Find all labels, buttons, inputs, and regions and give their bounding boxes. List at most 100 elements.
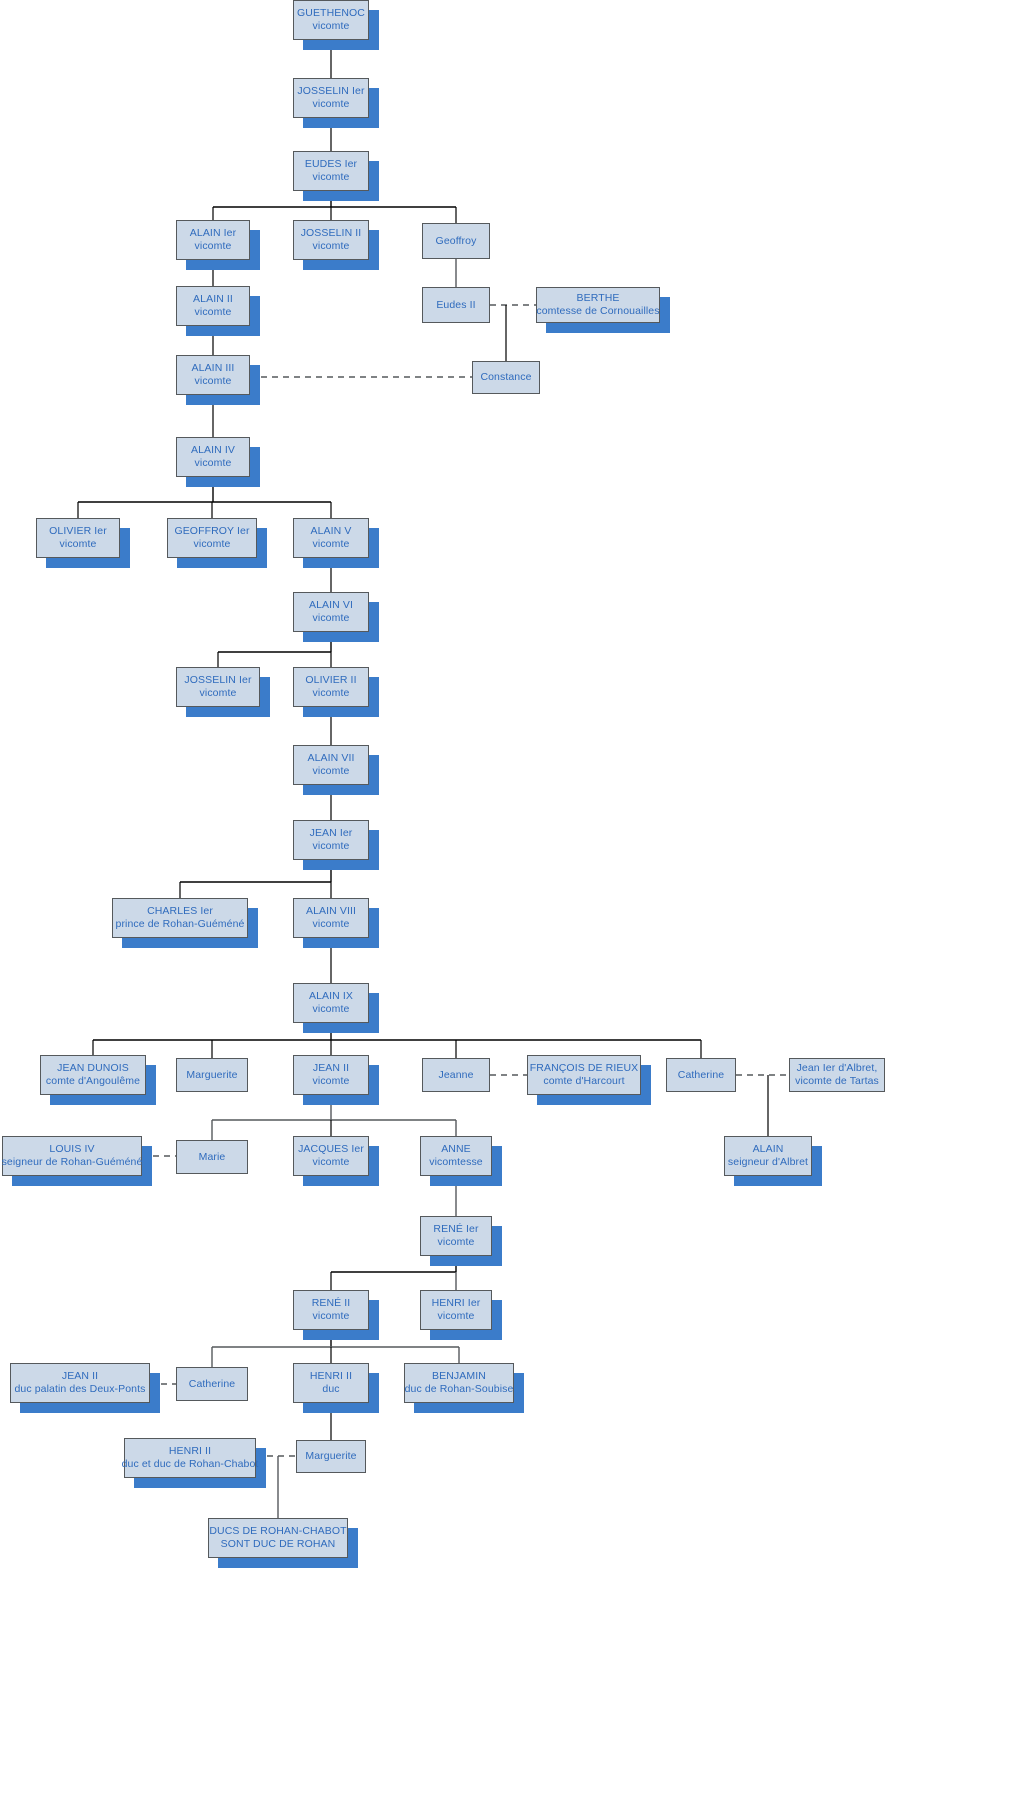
node-subtitle: comte d'Harcourt bbox=[543, 1075, 625, 1087]
node-subtitle: vicomte bbox=[312, 1310, 350, 1322]
node-title: DUCS DE ROHAN-CHABOT bbox=[209, 1525, 347, 1537]
node-title: Constance bbox=[480, 371, 532, 383]
node-title: ALAIN Ier bbox=[189, 227, 237, 239]
node-marguerite2[interactable]: Marguerite bbox=[296, 1440, 366, 1473]
node-subtitle: vicomte bbox=[312, 1003, 350, 1015]
node-jeanne[interactable]: Jeanne bbox=[422, 1058, 490, 1092]
node-title: ALAIN V bbox=[310, 525, 352, 537]
node-title: ALAIN VIII bbox=[305, 905, 357, 917]
node-subtitle: vicomte bbox=[437, 1310, 475, 1322]
node-title: ALAIN III bbox=[191, 362, 235, 374]
node-title: Catherine bbox=[677, 1068, 725, 1081]
node-title: JOSSELIN Ier bbox=[297, 85, 365, 97]
node-catherine2[interactable]: Catherine bbox=[176, 1367, 248, 1401]
node-title: GUETHENOC bbox=[297, 7, 365, 19]
node-title: RENÉ Ier bbox=[433, 1223, 479, 1235]
node-title: BERTHE bbox=[576, 292, 620, 304]
node-title: HENRI Ier bbox=[431, 1297, 481, 1309]
node-title: ALAIN IX bbox=[309, 990, 353, 1002]
node-title: GEOFFROY Ier bbox=[174, 525, 250, 537]
node-subtitle: vicomte bbox=[193, 538, 231, 550]
node-title: OLIVIER II bbox=[305, 674, 357, 686]
node-subtitle: vicomte bbox=[312, 1075, 350, 1087]
node-subtitle: vicomte bbox=[194, 375, 232, 387]
node-subtitle: duc palatin des Deux-Ponts bbox=[14, 1383, 146, 1395]
node-title: Marguerite bbox=[186, 1068, 238, 1081]
node-subtitle: vicomte bbox=[194, 457, 232, 469]
node-subtitle: seigneur de Rohan-Guéméné bbox=[1, 1156, 143, 1168]
node-jeanalbret[interactable]: Jean Ier d'Albret,vicomte de Tartas bbox=[789, 1058, 885, 1092]
node-eudes2[interactable]: Eudes II bbox=[422, 287, 490, 323]
node-title: Catherine bbox=[188, 1377, 236, 1390]
node-marie[interactable]: Marie bbox=[176, 1140, 248, 1174]
node-title: Marguerite bbox=[305, 1450, 357, 1462]
node-title: JOSSELIN II bbox=[300, 227, 362, 239]
node-subtitle: comtesse de Cornouailles bbox=[536, 305, 660, 317]
node-subtitle: seigneur d'Albret bbox=[727, 1156, 809, 1168]
node-subtitle: vicomte bbox=[437, 1236, 475, 1248]
node-geoffroy[interactable]: Geoffroy bbox=[422, 223, 490, 259]
node-subtitle: vicomte bbox=[312, 687, 350, 699]
node-subtitle: duc de Rohan-Soubise bbox=[404, 1383, 514, 1395]
node-subtitle: prince de Rohan-Guéméné bbox=[115, 918, 245, 930]
node-title: FRANÇOIS DE RIEUX bbox=[529, 1062, 639, 1074]
node-title: EUDES Ier bbox=[304, 158, 358, 170]
node-catherine1[interactable]: Catherine bbox=[666, 1058, 736, 1092]
node-subtitle: vicomte bbox=[312, 240, 350, 252]
node-title: LOUIS IV bbox=[49, 1143, 95, 1155]
node-constance[interactable]: Constance bbox=[472, 361, 540, 394]
node-subtitle: SONT DUC DE ROHAN bbox=[220, 1538, 336, 1550]
node-subtitle: vicomte bbox=[312, 918, 350, 930]
node-title: ALAIN II bbox=[193, 293, 233, 305]
node-title: BENJAMIN bbox=[432, 1370, 486, 1382]
node-title: JEAN DUNOIS bbox=[57, 1062, 129, 1074]
node-subtitle: vicomte bbox=[312, 20, 350, 32]
node-subtitle: vicomte bbox=[59, 538, 97, 550]
node-subtitle: vicomte bbox=[312, 765, 350, 777]
node-subtitle: comte d'Angoulême bbox=[45, 1075, 141, 1087]
node-title: ALAIN VII bbox=[307, 752, 355, 764]
node-title: Jeanne bbox=[438, 1068, 474, 1081]
node-title: ALAIN VI bbox=[309, 599, 353, 611]
node-marguerite1[interactable]: Marguerite bbox=[176, 1058, 248, 1092]
node-title: Jean Ier d'Albret, bbox=[796, 1062, 878, 1074]
node-title: JEAN II bbox=[312, 1062, 350, 1074]
node-title: HENRI II bbox=[168, 1445, 212, 1457]
